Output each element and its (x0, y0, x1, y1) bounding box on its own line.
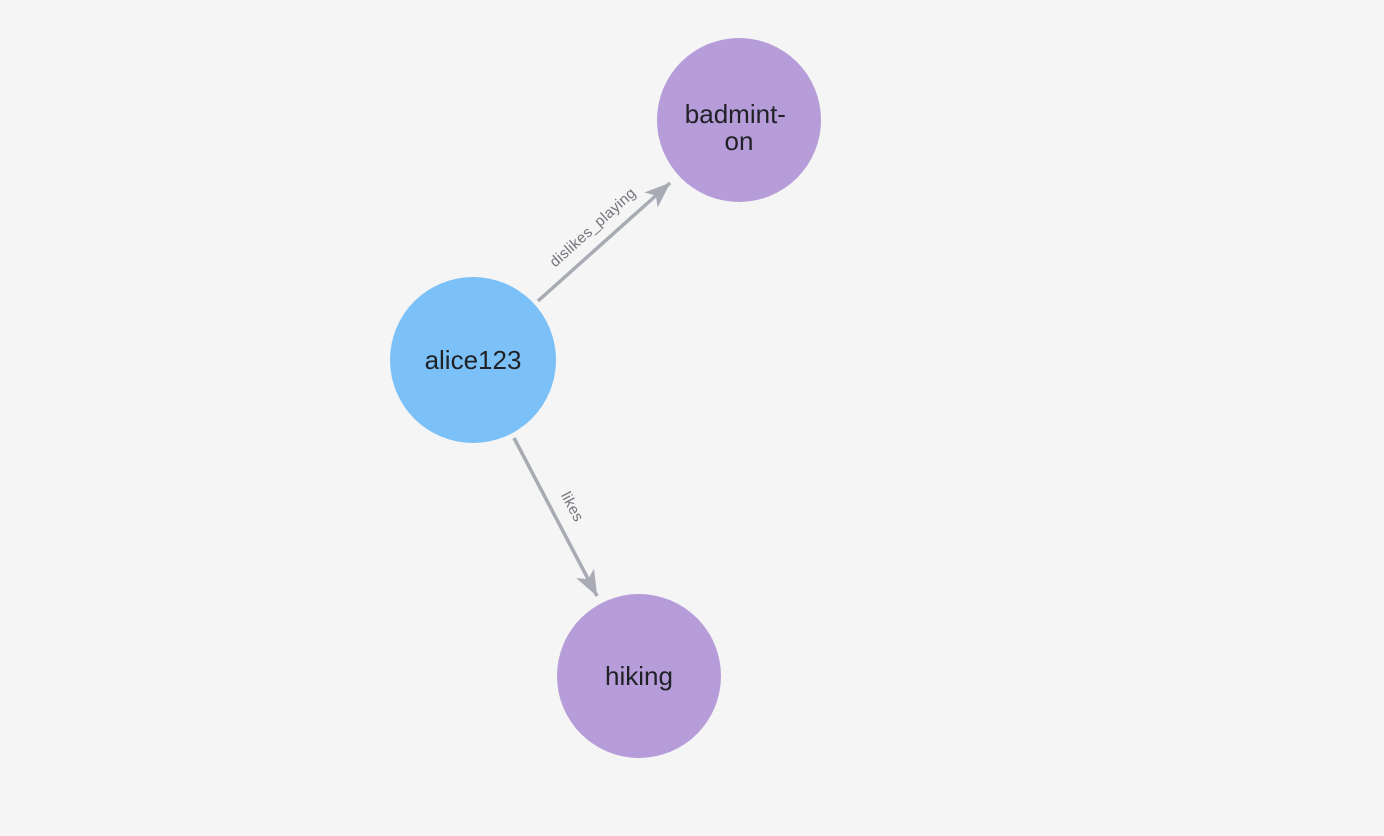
node-hiking[interactable]: hiking (557, 594, 721, 758)
node-circle[interactable] (657, 38, 821, 202)
node-circle[interactable] (390, 277, 556, 443)
edge-line[interactable] (536, 181, 672, 303)
edge-line[interactable] (512, 437, 599, 597)
node-badminton[interactable]: badmint- on (657, 38, 821, 202)
node-circle[interactable] (557, 594, 721, 758)
node-alice123[interactable]: alice123 (390, 277, 556, 443)
